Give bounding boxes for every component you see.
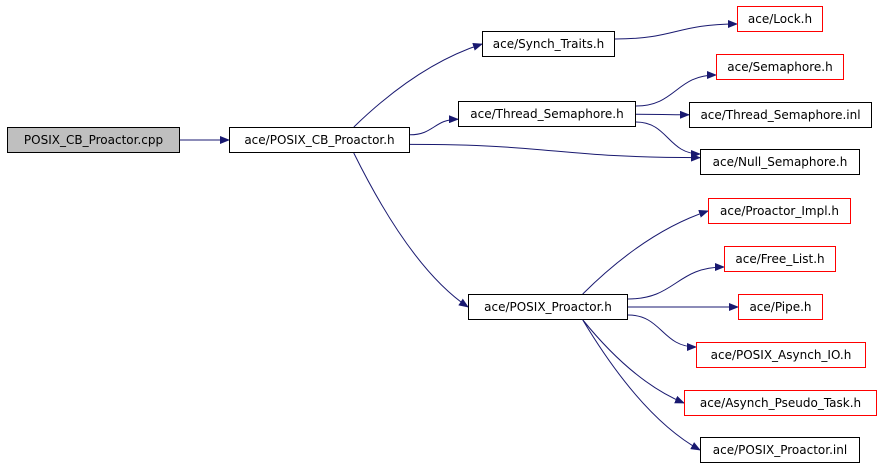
node-posix-cb-proactor-h[interactable]: ace/POSIX_CB_Proactor.h (229, 127, 410, 153)
edge-pro-to-aio (627, 314, 697, 351)
edge-tsem-to-sem (635, 71, 717, 107)
node-semaphore-h[interactable]: ace/Semaphore.h (716, 54, 844, 80)
edge-cbh-to-synch (353, 42, 483, 128)
node-free-list-h[interactable]: ace/Free_List.h (724, 246, 836, 272)
node-posix-proactor-inl[interactable]: ace/POSIX_Proactor.inl (700, 437, 860, 463)
edge-pro-to-apt (582, 319, 685, 404)
node-posix-proactor-h[interactable]: ace/POSIX_Proactor.h (468, 294, 628, 320)
node-synch-traits-h[interactable]: ace/Synch_Traits.h (482, 31, 615, 57)
node-asynch-pseudo-task-h[interactable]: ace/Asynch_Pseudo_Task.h (684, 390, 877, 416)
node-proactor-impl-h[interactable]: ace/Proactor_Impl.h (708, 198, 851, 224)
node-null-semaphore-h[interactable]: ace/Null_Semaphore.h (700, 149, 860, 175)
edge-pro-to-pimpl (582, 210, 709, 295)
edge-tsem-to-nsem (635, 121, 701, 158)
edge-cbh-to-nsem (409, 143, 701, 162)
edge-synch-to-lock (614, 20, 738, 40)
edge-tsem-to-tseminl (635, 110, 690, 119)
node-posix-asynch-io-h[interactable]: ace/POSIX_Asynch_IO.h (696, 342, 866, 368)
edge-cbh-to-pro (353, 152, 469, 308)
node-posix-cb-proactor-cpp: POSIX_CB_Proactor.cpp (7, 127, 180, 153)
edge-pro-to-proinl (582, 319, 701, 451)
node-thread-semaphore-inl[interactable]: ace/Thread_Semaphore.inl (689, 102, 872, 128)
edge-cbh-to-tsem (409, 115, 459, 136)
node-thread-semaphore-h[interactable]: ace/Thread_Semaphore.h (458, 101, 636, 127)
edge-pro-to-flist (627, 263, 725, 300)
node-pipe-h[interactable]: ace/Pipe.h (738, 294, 823, 320)
node-lock-h[interactable]: ace/Lock.h (737, 6, 823, 32)
